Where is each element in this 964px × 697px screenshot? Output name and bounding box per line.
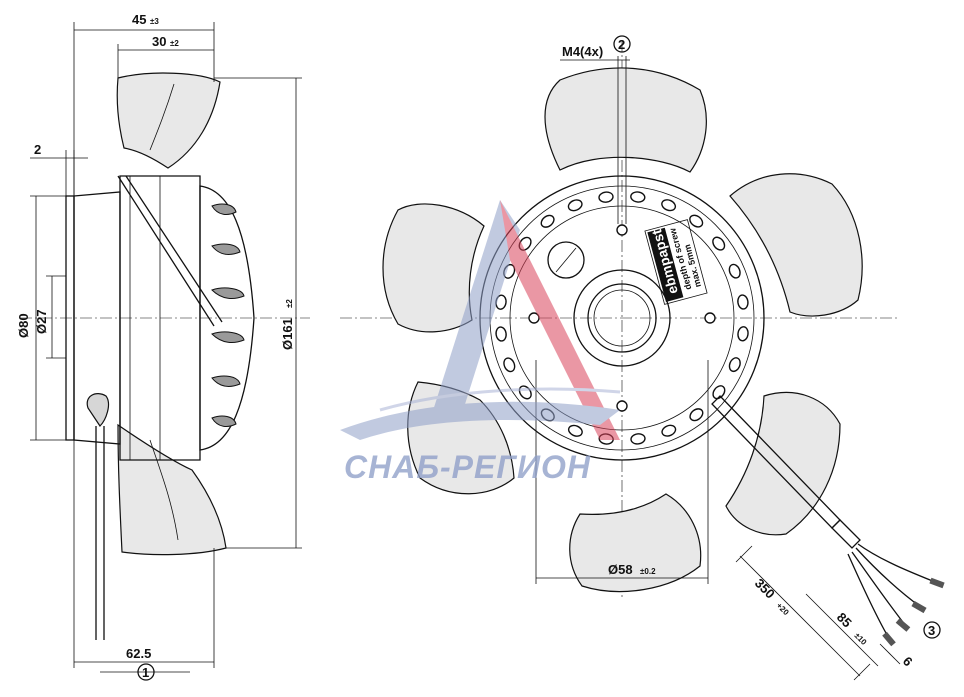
ring-hole: [689, 408, 704, 422]
hub-fins: [211, 203, 245, 427]
callout-2: [613, 35, 631, 53]
ring-hole: [689, 214, 704, 228]
svg-text:±0.2: ±0.2: [640, 567, 656, 576]
watermark-text: СНАБ-РЕГИОН: [344, 449, 591, 485]
dim-diameter-80: Ø80: [16, 313, 31, 338]
ring-hole: [661, 199, 677, 212]
dim-cable-350: 350: [752, 576, 778, 602]
dim-thread-m4: M4(4x): [562, 44, 603, 59]
svg-text:+20: +20: [775, 601, 791, 617]
dim-cable-85: 85: [834, 610, 855, 631]
ring-hole: [503, 357, 516, 373]
ring-hole: [518, 385, 532, 400]
ring-hole: [495, 326, 507, 342]
callout-1: [137, 663, 155, 681]
ring-hole: [630, 191, 646, 203]
ring-hole: [540, 214, 555, 228]
dim-30: 30: [152, 34, 166, 49]
svg-text:±10: ±10: [853, 631, 869, 647]
product-label: ebmpapst depth of screw max. 5mm: [644, 219, 708, 305]
dim-strip-6: 6: [900, 654, 916, 670]
callout-3: [923, 621, 941, 639]
ring-hole: [728, 357, 741, 373]
cable-wires: [847, 543, 945, 647]
ring-hole: [567, 199, 583, 212]
dim-45: 45: [132, 12, 146, 27]
side-view: 45 ±3 30 ±2 2 Ø80 Ø27 Ø161 ±2 62.5: [16, 12, 310, 681]
watermark: [340, 200, 621, 440]
ring-hole: [728, 263, 741, 279]
ring-hole: [712, 385, 726, 400]
dim-62-5: 62.5: [126, 646, 151, 661]
svg-text:±2: ±2: [170, 39, 179, 48]
ring-hole: [712, 236, 726, 251]
svg-text:±2: ±2: [285, 299, 294, 308]
svg-text:1: 1: [142, 665, 149, 680]
svg-text:±3: ±3: [150, 17, 159, 26]
ring-hole: [630, 433, 646, 445]
dim-diameter-58: Ø58: [608, 562, 633, 577]
mounting-holes-m4: [528, 224, 716, 412]
ring-hole: [661, 424, 677, 437]
ring-hole: [567, 424, 583, 437]
dim-2: 2: [34, 142, 41, 157]
front-view: ebmpapst depth of screw max. 5mm Ø58 ±0.…: [340, 35, 945, 681]
svg-text:2: 2: [618, 37, 625, 52]
fan-blades: [382, 67, 863, 593]
svg-text:3: 3: [928, 623, 935, 638]
ring-hole: [737, 326, 749, 342]
ring-hole: [598, 191, 614, 203]
dim-diameter-27: Ø27: [34, 309, 49, 334]
dim-diameter-161: Ø161: [280, 318, 295, 350]
ring-hole: [737, 294, 749, 310]
